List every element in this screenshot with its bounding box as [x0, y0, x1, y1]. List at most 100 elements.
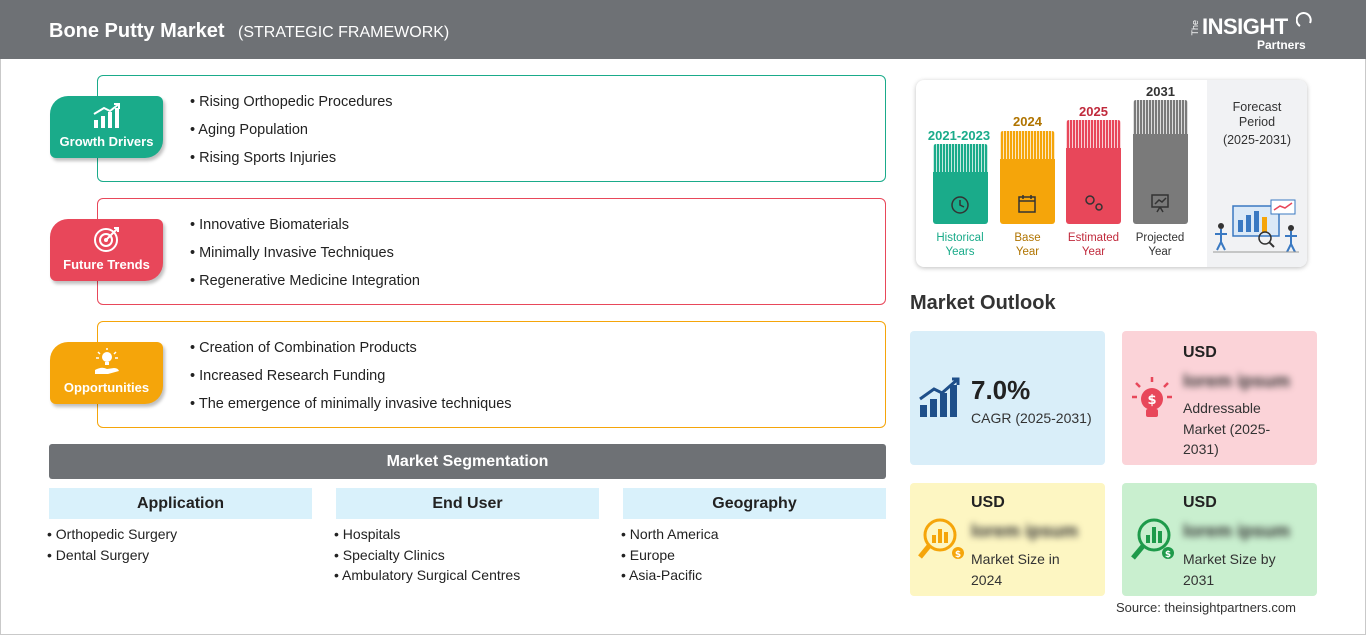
- market-size-2024-box: USD lorem ipsum Market Size in 2024 $: [910, 483, 1105, 596]
- list-item: • Dental Surgery: [47, 546, 150, 563]
- growth-drivers-label: Growth Drivers: [59, 134, 154, 149]
- list-item: • Increased Research Funding: [190, 368, 386, 384]
- desc-line: 2031: [1183, 571, 1215, 588]
- future-trends-badge: Future Trends: [50, 219, 163, 281]
- bar-base: [1000, 131, 1055, 224]
- future-trends-label: Future Trends: [63, 257, 150, 272]
- presentation-icon: [1151, 194, 1169, 213]
- market-outlook-title: Market Outlook: [910, 292, 1056, 314]
- list-item: • Hospitals: [334, 526, 401, 542]
- insight-partners-logo[interactable]: The INSIGHT Partners: [1190, 12, 1320, 52]
- list-item: • The emergence of minimally invasive te…: [190, 396, 512, 412]
- future-trends-card: • Innovative Biomaterials • Minimally In…: [97, 198, 886, 305]
- logo-insight: INSIGHT: [1202, 14, 1288, 39]
- magnifier-chart-icon: $: [918, 518, 964, 560]
- list-item: • North America: [621, 526, 719, 542]
- list-item: • Europe: [621, 546, 675, 563]
- list-item: • Asia-Pacific: [621, 567, 703, 583]
- dollar-bulb-icon: $: [1132, 377, 1172, 417]
- caption-line: Year: [1015, 246, 1040, 258]
- cagr-label: CAGR (2025-2031): [971, 410, 1092, 426]
- cagr-box: 7.0% CAGR (2025-2031): [910, 331, 1105, 465]
- header-bar: Bone Putty Market (STRATEGIC FRAMEWORK) …: [0, 0, 1366, 59]
- caption-line: Base: [1014, 232, 1041, 244]
- bar-historical: [933, 144, 988, 224]
- list-item: • Minimally Invasive Techniques: [190, 245, 394, 261]
- segment-head-end-user: End User: [336, 488, 599, 519]
- growth-bars-icon: [919, 377, 960, 417]
- calendar-icon: [1018, 195, 1036, 213]
- caption-line: Estimated: [1067, 232, 1120, 244]
- gears-icon: [1085, 195, 1103, 211]
- caption-line: Year: [1081, 246, 1106, 258]
- logo-arc-icon: [1296, 12, 1312, 27]
- forecast-range: (2025-2031): [1222, 133, 1292, 147]
- caption-line: Projected: [1135, 232, 1185, 244]
- market-size-2031-box: USD lorem ipsum Market Size by 2031 $: [1122, 483, 1317, 596]
- list-item: • Aging Population: [190, 122, 308, 138]
- svg-text:$: $: [1147, 393, 1156, 408]
- year-label-base: 2024: [1013, 114, 1042, 129]
- caption-historical: Historical Years: [926, 231, 994, 259]
- forecast-label: Forecast Period: [1207, 100, 1307, 130]
- growth-drivers-card: • Rising Orthopedic Procedures • Aging P…: [97, 75, 886, 182]
- caption-line: Historical: [936, 232, 984, 244]
- year-label-historical: 2021-2023: [927, 128, 991, 143]
- forecast-line: Period: [1238, 115, 1276, 129]
- forecast-period-panel: Forecast Period (2025-2031): [1207, 80, 1307, 267]
- target-icon: [94, 227, 119, 252]
- list-item: • Creation of Combination Products: [190, 340, 417, 356]
- desc-line: Market Size by: [1183, 551, 1276, 567]
- list-item: • Orthopedic Surgery: [47, 526, 178, 542]
- size-2024-label: Market Size in 2024: [971, 549, 1060, 590]
- caption-projected: Projected Year: [1128, 231, 1192, 259]
- list-item: • Specialty Clinics: [334, 546, 445, 563]
- opportunities-label: Opportunities: [63, 380, 150, 395]
- svg-text:$: $: [1165, 550, 1171, 560]
- caption-line: Year: [1148, 246, 1172, 258]
- size-2024-usd: USD: [971, 494, 1005, 511]
- addressable-label: Addressable Market (2025- 2031): [1183, 398, 1270, 460]
- segment-head-geography: Geography: [623, 488, 886, 519]
- year-label-estimated: 2025: [1079, 104, 1108, 119]
- desc-line: Addressable: [1183, 400, 1261, 416]
- history-icon: [951, 196, 969, 214]
- size-2031-value: lorem ipsum: [1183, 521, 1291, 541]
- opportunities-badge: Opportunities: [50, 342, 163, 404]
- size-2031-usd: USD: [1183, 494, 1217, 511]
- caption-line: Years: [945, 246, 975, 258]
- desc-line: Market (2025-: [1183, 420, 1271, 437]
- bar-projected: [1133, 100, 1188, 224]
- growth-drivers-badge: Growth Drivers: [50, 96, 163, 158]
- lightbulb-hand-icon: [95, 348, 119, 374]
- opportunities-card: • Creation of Combination Products • Inc…: [97, 321, 886, 428]
- timeline-panel: 2021-2023 Historical Years 2024 Base Yea…: [916, 80, 1307, 267]
- addressable-market-box: USD lorem ipsum Addressable Market (2025…: [1122, 331, 1317, 465]
- list-item: • Rising Sports Injuries: [190, 150, 337, 166]
- market-segmentation-title: Market Segmentation: [49, 444, 886, 479]
- size-2031-label: Market Size by 2031: [1183, 549, 1276, 590]
- segment-head-application: Application: [49, 488, 312, 519]
- list-item: • Ambulatory Surgical Centres: [334, 567, 521, 583]
- source-credit: Source: theinsightpartners.com: [1116, 600, 1296, 615]
- segment-list-end-user: • Hospitals • Specialty Clinics • Ambula…: [334, 526, 520, 588]
- caption-base: Base Year: [1000, 231, 1055, 259]
- page-subtitle: (STRATEGIC FRAMEWORK): [238, 24, 450, 41]
- logo-partners: Partners: [1257, 38, 1306, 52]
- segment-list-application: • Orthopedic Surgery • Dental Surgery: [47, 526, 177, 567]
- magnifier-chart-icon: $: [1131, 518, 1174, 560]
- addressable-usd: USD: [1183, 344, 1217, 361]
- forecast-line: Forecast: [1232, 100, 1282, 114]
- analytics-people-illustration-icon: [1213, 199, 1299, 253]
- svg-text:$: $: [955, 550, 961, 560]
- desc-line: 2024: [971, 571, 1003, 588]
- addressable-value: lorem ipsum: [1183, 371, 1291, 391]
- list-item: • Regenerative Medicine Integration: [190, 273, 420, 289]
- caption-estimated: Estimated Year: [1062, 231, 1125, 259]
- growth-chart-icon: [93, 103, 120, 128]
- year-label-projected: 2031: [1146, 84, 1175, 99]
- logo-the: The: [1190, 20, 1200, 36]
- page-title: Bone Putty Market: [49, 20, 225, 42]
- bar-estimated: [1066, 120, 1121, 224]
- desc-line: 2031): [1183, 441, 1219, 457]
